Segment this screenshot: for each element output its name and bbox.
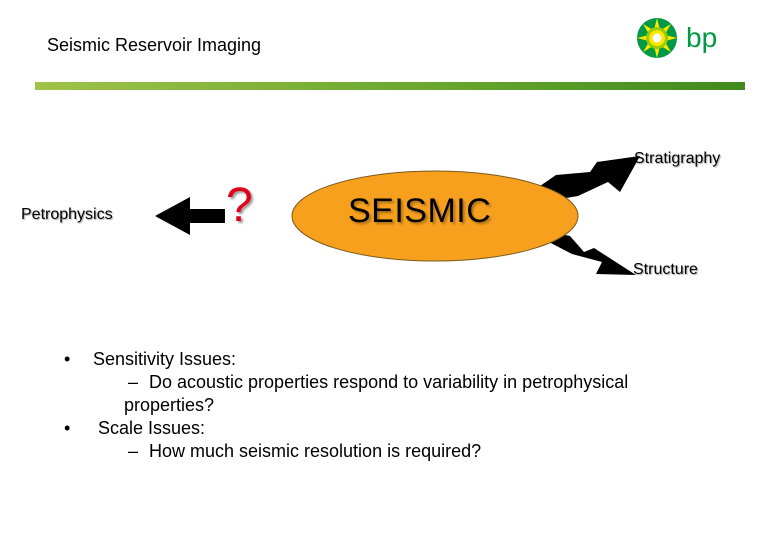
arrow-to-stratigraphy [540,156,640,198]
arrow-to-petrophysics [155,197,225,235]
header-divider [35,82,745,90]
arrow-to-structure [545,232,636,275]
structure-label: Structure [633,261,698,278]
stratigraphy-label: Stratigraphy [634,150,721,167]
bp-logo: bp [637,18,717,58]
bullet-marker: • [64,418,71,438]
seismic-label: SEISMIC [348,192,492,230]
question-mark: ? [226,179,253,232]
bullet-scale: Scale Issues: [98,418,206,438]
helios-icon [637,18,677,58]
logo-text: bp [686,22,717,53]
petrophysics-label: Petrophysics [21,206,113,223]
bullet-marker: • [64,349,71,369]
slide-title: Seismic Reservoir Imaging [47,35,262,55]
sub-bullet-marker: – [128,441,139,461]
sub-bullet-resolution: How much seismic resolution is required? [149,441,482,461]
seismic-ellipse [291,170,579,262]
sub-bullet-acoustic-continued: properties? [124,395,215,415]
sub-bullet-marker: – [128,372,139,392]
bullet-sensitivity: Sensitivity Issues: [93,349,237,369]
sub-bullet-acoustic: Do acoustic properties respond to variab… [149,372,629,392]
